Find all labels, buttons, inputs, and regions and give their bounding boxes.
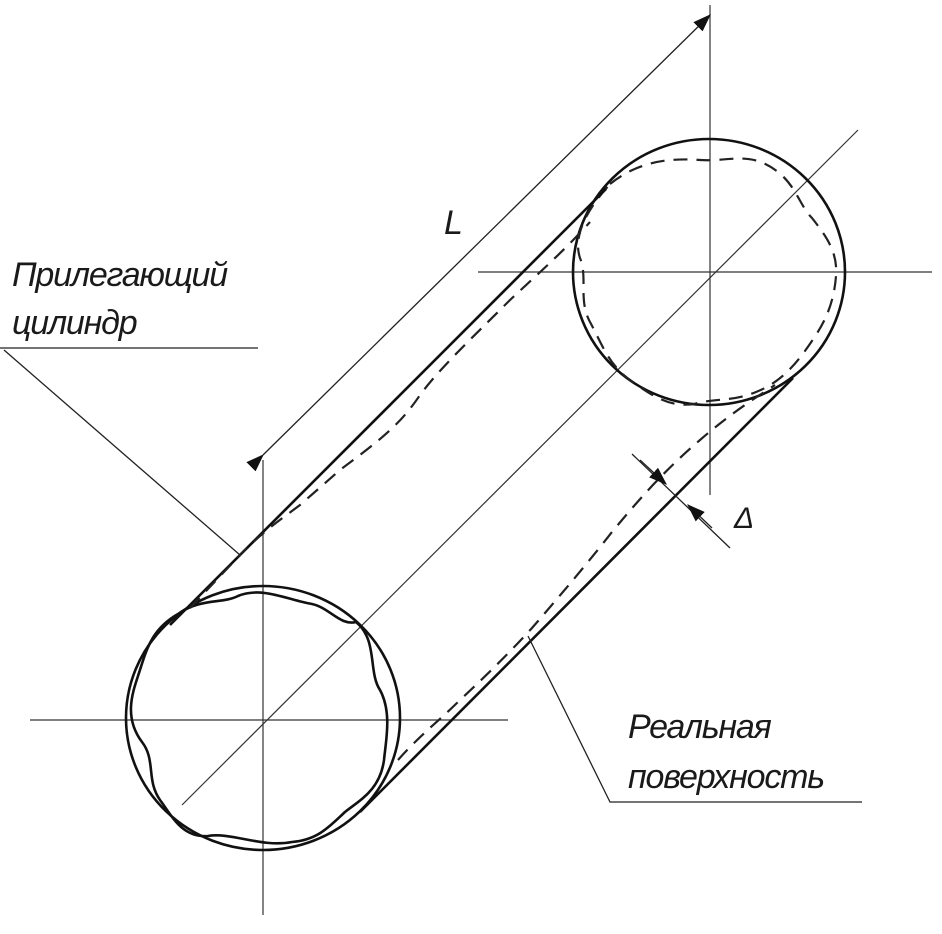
deviation-label: Δ <box>733 502 754 535</box>
adjacent-cylinder-pointer <box>3 349 241 556</box>
real-surface-profiles <box>189 221 776 761</box>
real-surface-label-2: поверхность <box>628 758 824 796</box>
real-upper-profile <box>189 221 591 609</box>
upper-generatrix <box>169 188 607 626</box>
real-surface-leader: Реальная поверхность <box>527 635 862 803</box>
deviation-arrow-outer <box>639 459 667 485</box>
real-surface-pointer <box>527 635 862 803</box>
bottom-end-section <box>124 584 402 852</box>
length-dimension-line <box>246 14 711 472</box>
cylinder-axis <box>181 129 859 806</box>
length-label: L <box>444 204 463 242</box>
real-lower-profile <box>397 384 776 761</box>
lower-generatrix <box>359 377 794 813</box>
adjacent-cylinder-label-2: цилиндр <box>12 304 137 342</box>
deviation-arrow-inner <box>687 504 713 529</box>
deviation-line <box>631 453 731 549</box>
top-real-profile <box>577 157 838 406</box>
deviation-dimension: Δ <box>631 453 754 549</box>
real-surface-label-1: Реальная <box>628 708 772 746</box>
length-dimension: L <box>246 14 711 472</box>
adjacent-cylinder-label-1: Прилегающий <box>12 256 228 294</box>
adjacent-cylinder-leader: Прилегающий цилиндр <box>0 256 258 556</box>
bottom-adjacent-circle <box>124 584 402 852</box>
bottom-real-profile <box>129 591 389 845</box>
